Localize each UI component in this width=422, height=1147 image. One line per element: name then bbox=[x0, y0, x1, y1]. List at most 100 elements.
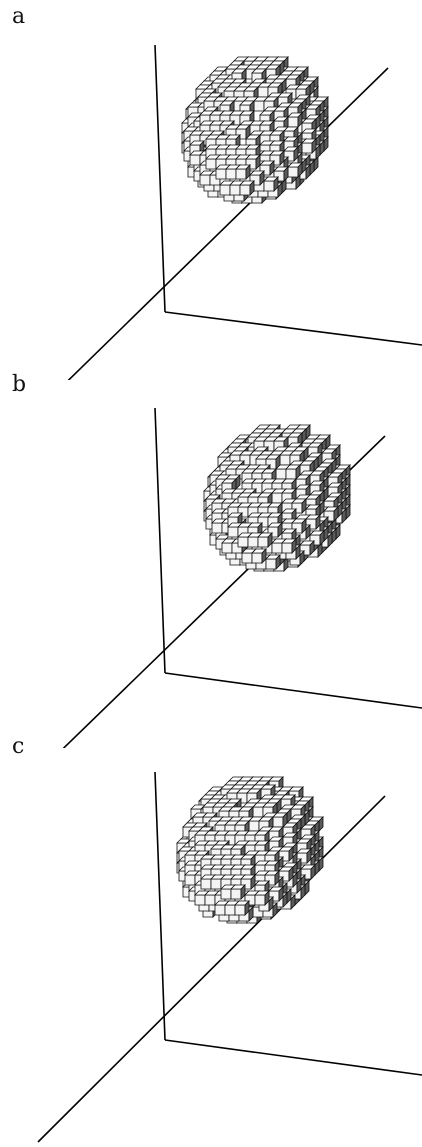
voxel-front bbox=[234, 904, 246, 916]
voxel-front bbox=[189, 154, 201, 166]
voxel-side bbox=[290, 894, 296, 910]
voxel-front bbox=[221, 542, 233, 554]
voxel-side bbox=[288, 846, 294, 862]
horizontal-axis bbox=[164, 672, 422, 709]
voxel-front bbox=[219, 184, 231, 196]
voxel-front bbox=[229, 184, 241, 196]
voxel-side bbox=[278, 886, 284, 902]
voxel-side bbox=[277, 182, 283, 198]
voxel-side bbox=[306, 848, 312, 864]
voxel-front bbox=[248, 820, 260, 832]
voxel-side bbox=[273, 176, 279, 192]
horizontal-axis bbox=[164, 1039, 422, 1076]
voxel-side bbox=[319, 530, 325, 546]
voxel-side bbox=[311, 138, 317, 154]
voxel-side bbox=[297, 112, 303, 128]
voxel-front bbox=[227, 526, 239, 538]
voxel-front bbox=[265, 558, 277, 570]
voxel-sphere bbox=[203, 424, 351, 572]
voxel-side bbox=[301, 518, 307, 534]
voxel-front bbox=[301, 142, 313, 154]
voxel-front bbox=[230, 888, 242, 900]
voxel-front bbox=[279, 454, 291, 466]
panel-label: b bbox=[12, 372, 27, 397]
panel-label: a bbox=[12, 4, 26, 29]
voxel-front bbox=[263, 180, 275, 192]
vertical-axis bbox=[154, 407, 166, 674]
voxel-front bbox=[211, 522, 223, 534]
voxel-side bbox=[279, 150, 285, 166]
voxel-front bbox=[184, 874, 196, 886]
voxel-side bbox=[292, 872, 298, 888]
voxel-side bbox=[301, 498, 307, 514]
voxel-front bbox=[239, 184, 251, 196]
voxel-side bbox=[309, 540, 315, 556]
voxel-front bbox=[254, 894, 266, 906]
voxel-side bbox=[297, 162, 303, 178]
voxel-side bbox=[277, 522, 283, 538]
voxel-side bbox=[333, 506, 339, 522]
voxel-front bbox=[237, 536, 249, 548]
voxel-side bbox=[299, 550, 305, 566]
voxel-side bbox=[305, 524, 311, 540]
voxel-side bbox=[315, 144, 321, 160]
voxel-front bbox=[253, 100, 265, 112]
vertical-axis bbox=[154, 771, 166, 1041]
voxel-side bbox=[268, 896, 274, 912]
depth-axis bbox=[37, 795, 386, 1143]
voxel-front bbox=[215, 168, 227, 180]
voxel-front bbox=[220, 888, 232, 900]
voxel-front bbox=[252, 806, 264, 818]
voxel-side bbox=[315, 514, 321, 530]
voxel-side bbox=[300, 884, 306, 900]
voxel-side bbox=[269, 160, 275, 176]
voxel-sphere-diagram-a bbox=[67, 44, 422, 380]
voxel-front bbox=[200, 878, 212, 890]
voxel-side bbox=[310, 864, 316, 880]
voxel-front bbox=[241, 552, 253, 564]
voxel-side bbox=[250, 874, 256, 890]
voxel-front bbox=[194, 894, 206, 906]
voxel-front bbox=[214, 904, 226, 916]
voxel-front bbox=[257, 86, 269, 98]
voxel-side bbox=[274, 870, 280, 886]
voxel-sphere-diagram-c bbox=[37, 771, 422, 1143]
panel-b: b bbox=[0, 368, 422, 748]
panel-a: a bbox=[0, 0, 422, 380]
voxel-front bbox=[199, 174, 211, 186]
voxel-front bbox=[271, 492, 283, 504]
voxel-front bbox=[257, 536, 269, 548]
voxel-front bbox=[272, 816, 284, 828]
voxel-front bbox=[247, 536, 259, 548]
voxel-side bbox=[341, 508, 347, 524]
voxel-side bbox=[255, 154, 261, 170]
voxel-front bbox=[204, 894, 216, 906]
voxel-side bbox=[296, 878, 302, 894]
vertical-axis bbox=[154, 44, 166, 313]
voxel-side bbox=[283, 166, 289, 182]
voxel-front bbox=[275, 468, 287, 480]
voxel-front bbox=[271, 542, 283, 554]
voxel-side bbox=[248, 906, 254, 922]
horizontal-axis bbox=[164, 311, 422, 346]
voxel-front bbox=[287, 116, 299, 128]
voxel-side bbox=[267, 532, 273, 548]
voxel-front bbox=[210, 878, 222, 890]
voxel-side bbox=[272, 902, 278, 918]
voxel-side bbox=[288, 866, 294, 882]
voxel-side bbox=[282, 892, 288, 908]
voxel-front bbox=[285, 468, 297, 480]
voxel-side bbox=[244, 900, 250, 916]
panel-label: c bbox=[12, 734, 25, 759]
voxel-front bbox=[251, 552, 263, 564]
voxel-side bbox=[259, 170, 265, 186]
voxel-side bbox=[305, 164, 311, 180]
voxel-side bbox=[293, 146, 299, 162]
voxel-side bbox=[291, 538, 297, 554]
voxel-sphere bbox=[181, 56, 329, 204]
voxel-side bbox=[295, 544, 301, 560]
voxel-front bbox=[224, 904, 236, 916]
voxel-front bbox=[287, 166, 299, 178]
voxel-side bbox=[261, 548, 267, 564]
voxel-sphere bbox=[176, 776, 324, 924]
